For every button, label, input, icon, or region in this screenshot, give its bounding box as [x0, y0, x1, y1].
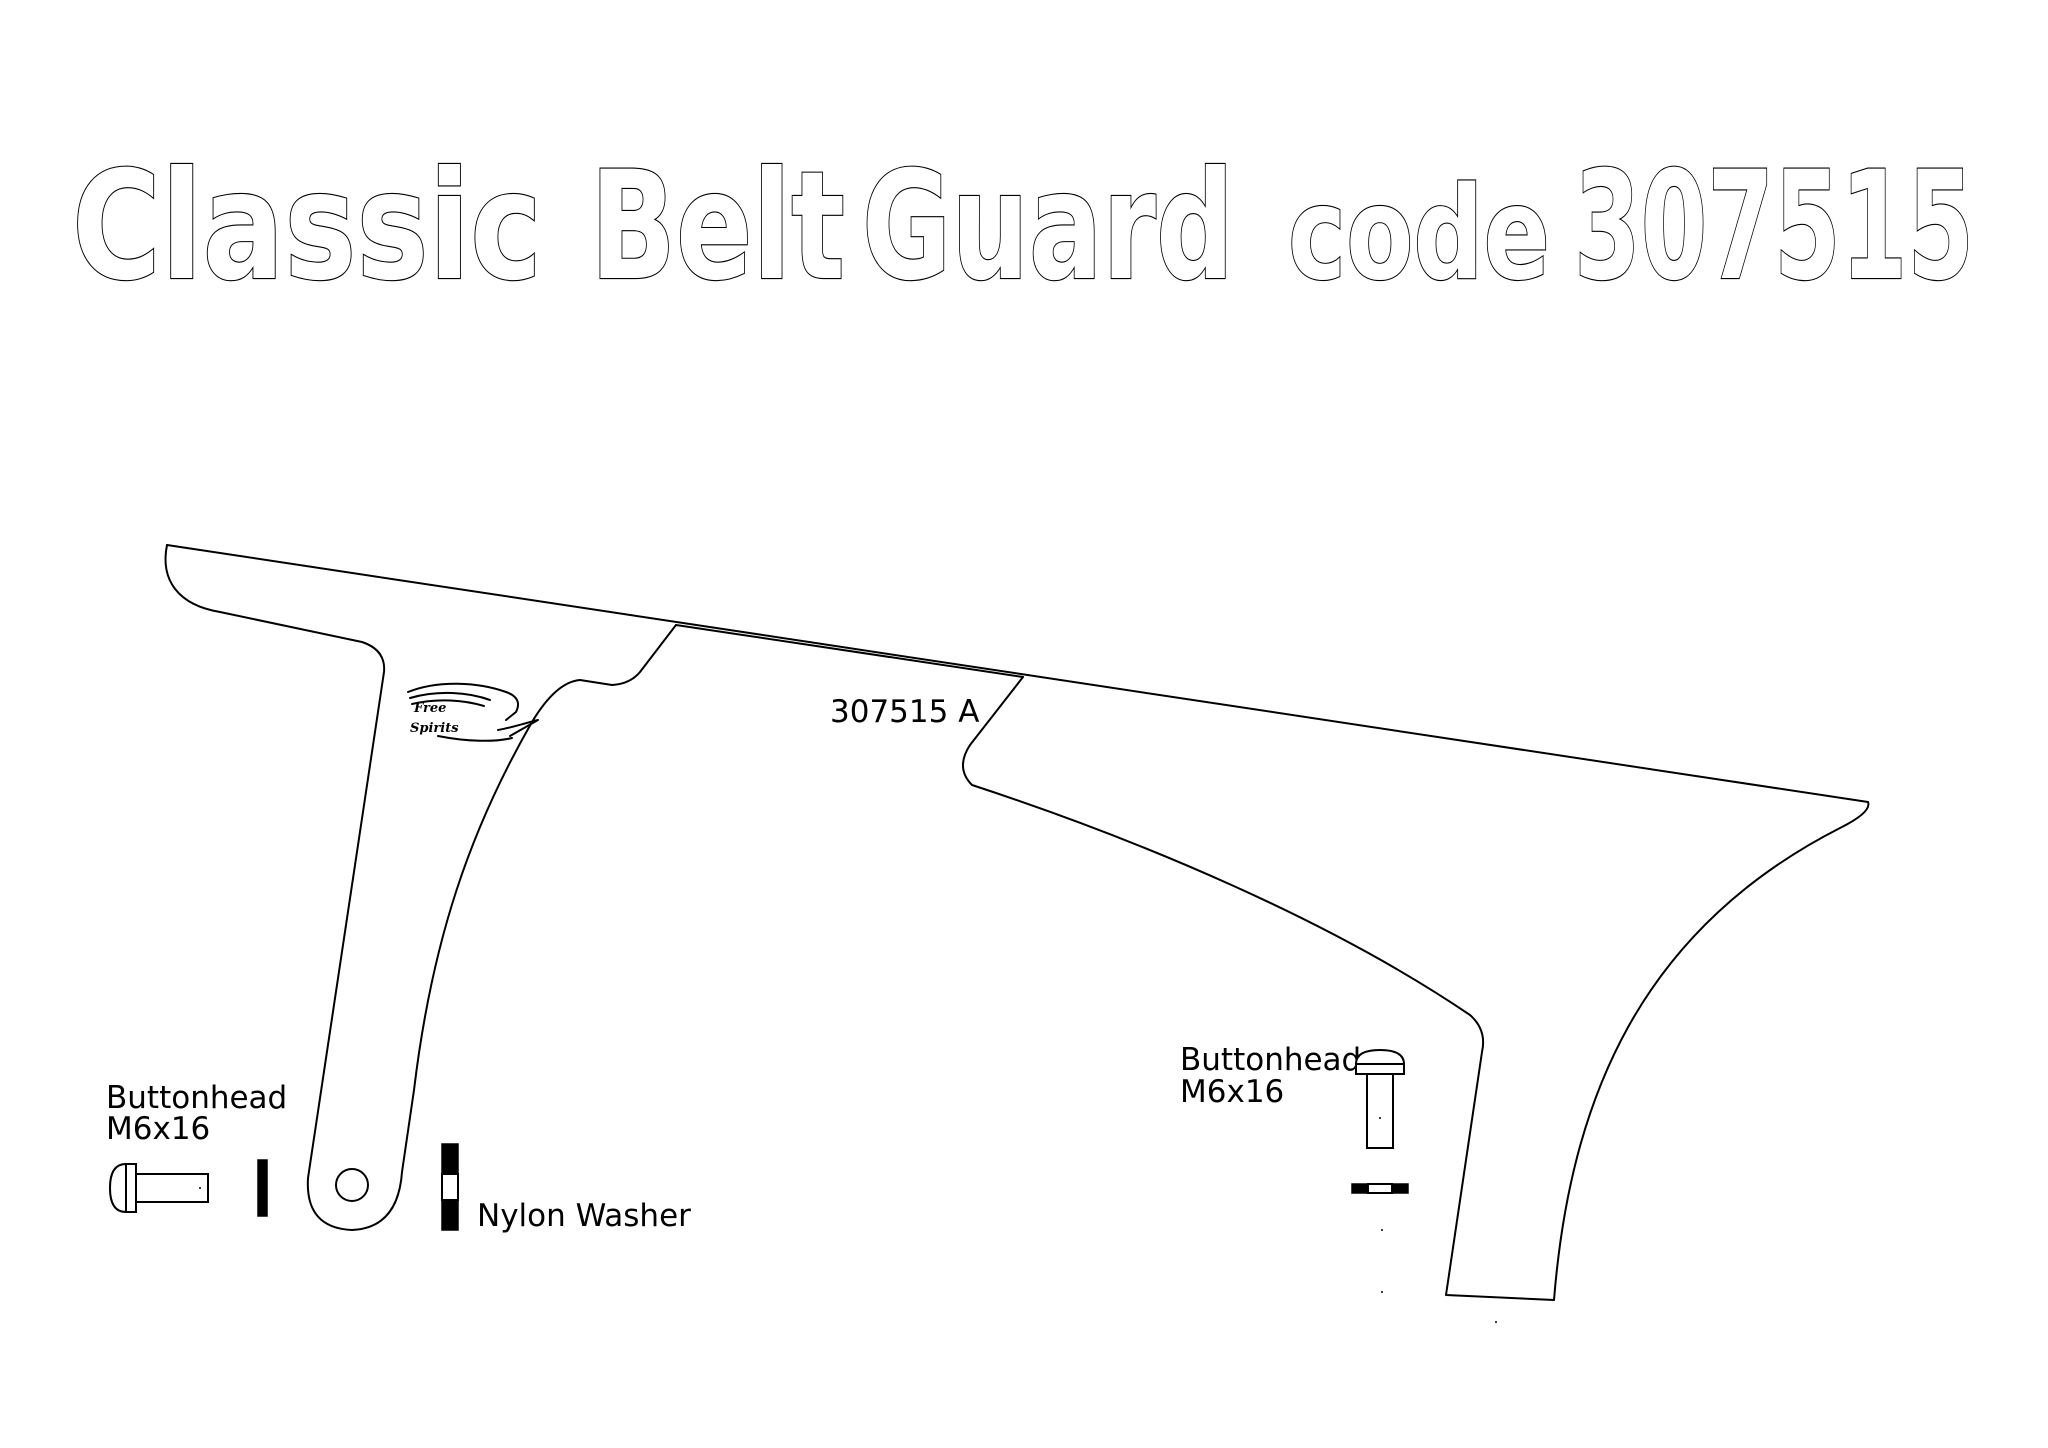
- title-word-guard: Guard: [862, 140, 1234, 314]
- free-spirits-logo: Free Spirits: [407, 682, 539, 742]
- guard-left-cap: [164, 544, 221, 613]
- belt-guard-drawing: 307515 A: [164, 544, 1870, 1301]
- guard-rear-arm: [219, 611, 677, 1231]
- title-word-classic: Classic: [72, 140, 542, 314]
- hardware-right: Buttonhead M6x16: [1180, 1042, 1497, 1323]
- hardware-left: Buttonhead M6x16 Nylon Washer: [106, 1080, 691, 1234]
- title-code-value: 307515: [1574, 140, 1974, 314]
- logo-text-free: Free: [413, 701, 446, 716]
- guard-part-label: 307515 A: [830, 694, 979, 730]
- nylon-washer-icon: [441, 1143, 459, 1231]
- logo-text-spirits: Spirits: [410, 721, 459, 736]
- left-bolt-size: M6x16: [106, 1111, 210, 1147]
- right-buttonhead-bolt-icon: [1354, 1048, 1406, 1149]
- left-buttonhead-bolt-icon: [108, 1162, 209, 1214]
- right-bolt-size: M6x16: [1180, 1074, 1284, 1110]
- left-washer-icon: [257, 1159, 268, 1217]
- left-bolt-name: Buttonhead: [106, 1080, 287, 1116]
- right-bolt-name: Buttonhead: [1180, 1042, 1361, 1078]
- right-washer-icon: [1351, 1183, 1409, 1194]
- drawing-title: Classic Belt Guard code 307515: [71, 139, 1975, 315]
- title-word-belt: Belt: [590, 140, 845, 314]
- title-code-label: code: [1288, 160, 1550, 309]
- guard-recess-line: [675, 624, 1024, 678]
- guard-top-edge: [166, 544, 1869, 803]
- guard-front-contour: [962, 676, 1870, 1301]
- nylon-washer-label: Nylon Washer: [477, 1198, 691, 1234]
- mount-hole: [335, 1168, 369, 1202]
